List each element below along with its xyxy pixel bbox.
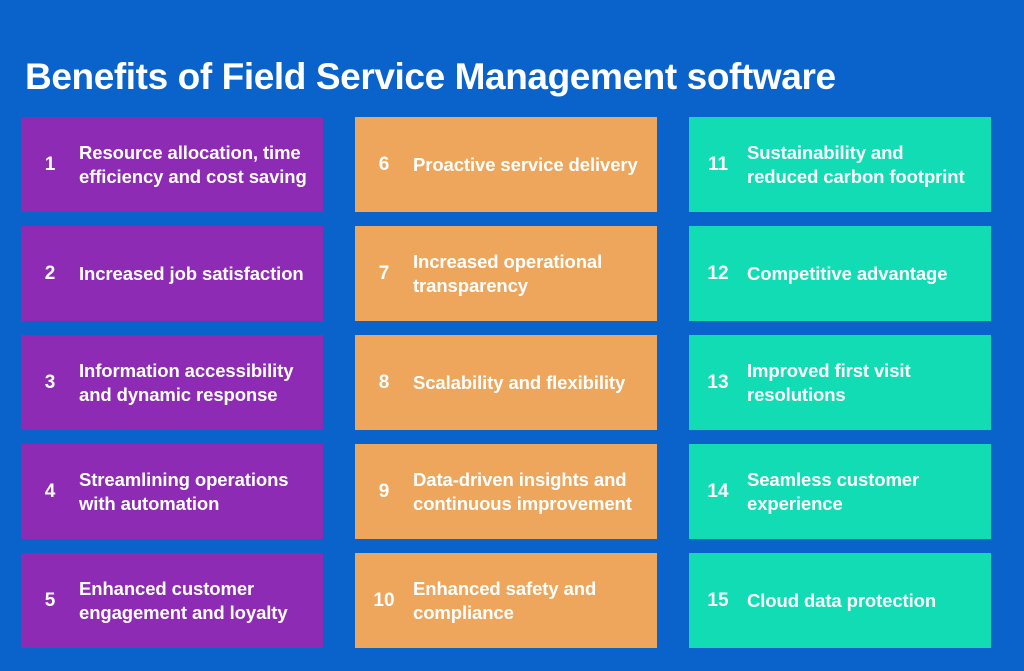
benefit-label: Enhanced customer engagement and loyalty (79, 578, 288, 623)
benefit-number: 2 (44, 263, 56, 284)
benefits-grid: 1 Resource allocation, time efficiency a… (21, 117, 1003, 648)
benefit-card-10[interactable]: 10 Enhanced safety and compliance (355, 553, 657, 648)
benefit-label: Scalability and flexibility (413, 371, 626, 393)
benefit-label: Improved first visit resolutions (747, 360, 911, 405)
benefit-label: Increased operational transparency (413, 251, 603, 296)
benefit-card-9[interactable]: 9 Data-driven insights and continuous im… (355, 444, 657, 539)
benefit-number: 11 (707, 154, 729, 175)
benefit-number: 5 (44, 590, 56, 611)
benefit-number: 13 (707, 372, 729, 393)
benefit-card-2[interactable]: 2 Increased job satisfaction (21, 226, 323, 321)
benefit-card-12[interactable]: 12 Competitive advantage (689, 226, 991, 321)
benefit-card-14[interactable]: 14 Seamless customer experience (689, 444, 991, 539)
benefit-card-13[interactable]: 13 Improved first visit resolutions (689, 335, 991, 430)
benefit-label: Proactive service delivery (413, 153, 638, 175)
benefit-number: 14 (707, 481, 729, 502)
benefit-number: 9 (378, 481, 390, 502)
benefit-label: Streamlining operations with automation (79, 469, 289, 514)
benefit-number: 6 (378, 154, 390, 175)
benefit-number: 8 (378, 372, 390, 393)
page-title: Benefits of Field Service Management sof… (25, 56, 836, 97)
benefit-card-15[interactable]: 15 Cloud data protection (689, 553, 991, 648)
benefit-number: 1 (44, 154, 56, 175)
benefit-number: 10 (373, 590, 395, 611)
benefit-card-4[interactable]: 4 Streamlining operations with automatio… (21, 444, 323, 539)
benefit-label: Information accessibility and dynamic re… (79, 360, 294, 405)
benefit-label: Enhanced safety and compliance (413, 578, 597, 623)
benefit-card-11[interactable]: 11 Sustainability and reduced carbon foo… (689, 117, 991, 212)
benefit-number: 4 (44, 481, 56, 502)
benefit-number: 7 (378, 263, 390, 284)
benefit-card-3[interactable]: 3 Information accessibility and dynamic … (21, 335, 323, 430)
benefit-card-6[interactable]: 6 Proactive service delivery (355, 117, 657, 212)
benefit-card-1[interactable]: 1 Resource allocation, time efficiency a… (21, 117, 323, 212)
benefit-card-7[interactable]: 7 Increased operational transparency (355, 226, 657, 321)
benefit-label: Resource allocation, time efficiency and… (79, 142, 307, 187)
benefit-label: Increased job satisfaction (79, 262, 304, 284)
benefit-label: Data-driven insights and continuous impr… (413, 469, 632, 514)
benefit-label: Seamless customer experience (747, 469, 920, 514)
benefit-label: Sustainability and reduced carbon footpr… (747, 142, 965, 187)
benefit-label: Competitive advantage (747, 262, 948, 284)
benefit-number: 3 (44, 372, 56, 393)
benefit-card-8[interactable]: 8 Scalability and flexibility (355, 335, 657, 430)
benefit-card-5[interactable]: 5 Enhanced customer engagement and loyal… (21, 553, 323, 648)
benefit-number: 12 (707, 263, 729, 284)
benefit-number: 15 (707, 590, 729, 611)
benefit-label: Cloud data protection (747, 589, 937, 611)
